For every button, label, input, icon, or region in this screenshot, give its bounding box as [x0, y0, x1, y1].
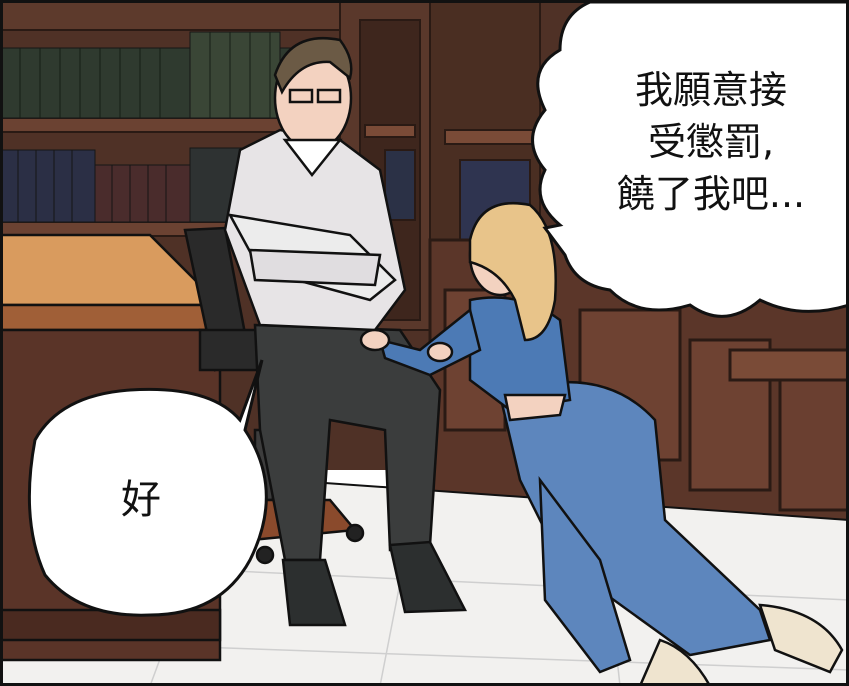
speech-line-1: 我願意接	[634, 68, 787, 112]
speech-text-right: 我願意接 受懲罰, 饒了我吧...	[596, 64, 826, 220]
speech-line-3: 饒了我吧...	[616, 172, 806, 216]
speech-text-left: 好	[121, 477, 161, 523]
books-row-1	[0, 31, 301, 119]
speech-line-2: 受懲罰,	[647, 120, 775, 164]
man-figure	[223, 36, 468, 627]
woman-figure	[359, 201, 844, 686]
speech-bubble-left	[27, 359, 268, 617]
speech-bubble-right	[531, 0, 849, 318]
books-row-2	[0, 147, 261, 223]
